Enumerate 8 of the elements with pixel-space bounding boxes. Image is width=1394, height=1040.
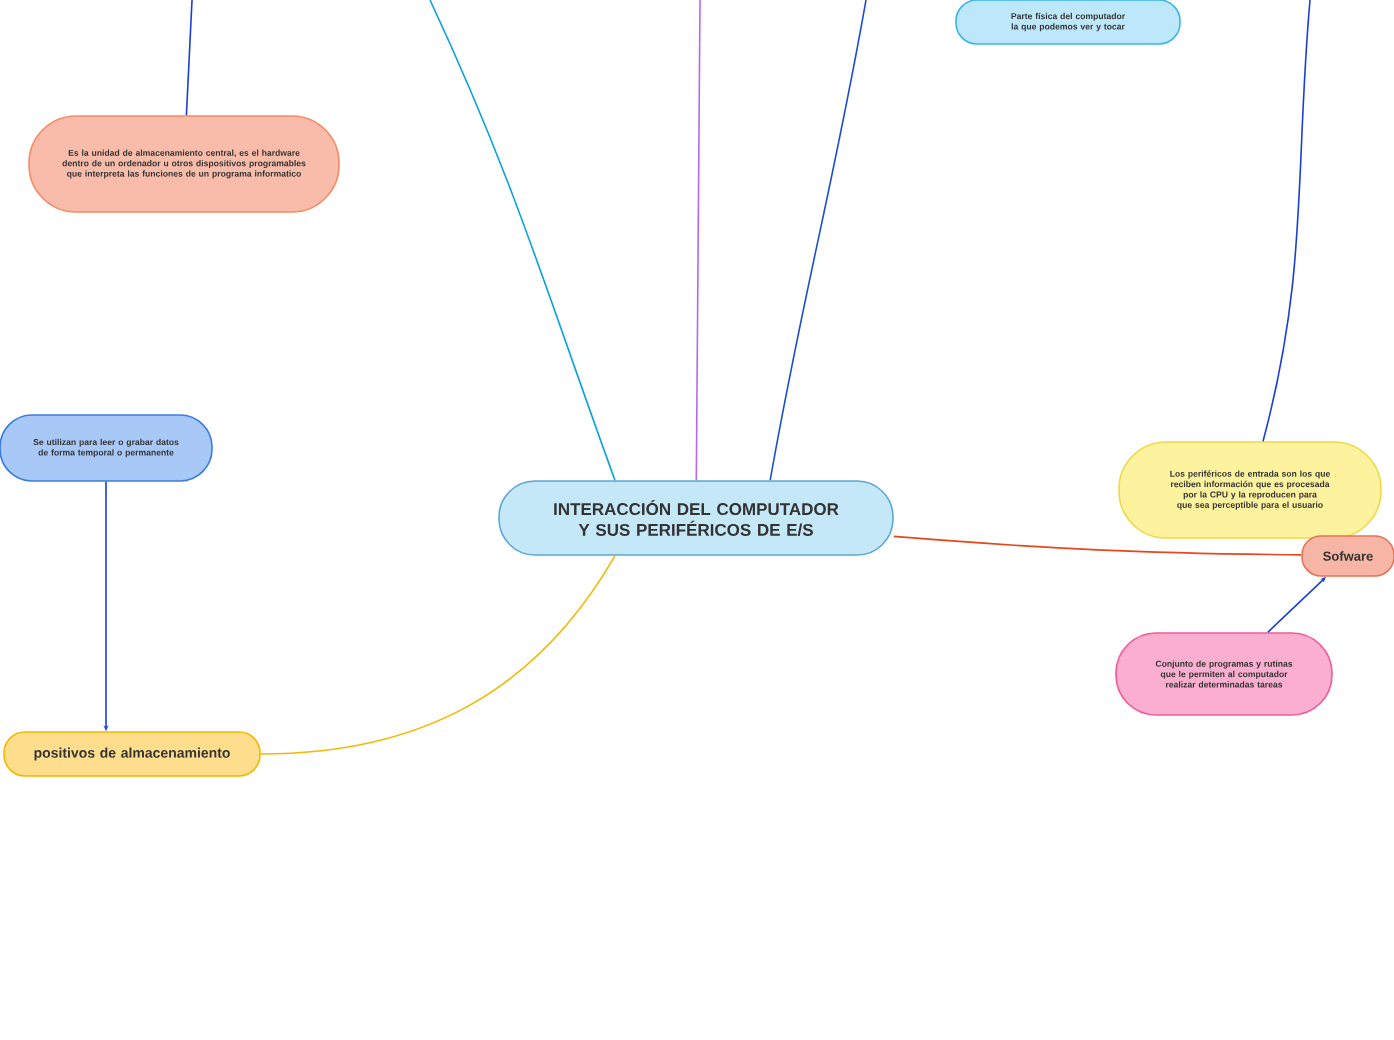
connector: [695, 0, 701, 481]
connector: [185, 0, 193, 116]
connector: [1262, 0, 1311, 442]
connector: [893, 535, 1302, 556]
topic-box: INTERACCIÓN DEL COMPUTADOR Y SUS PERIFÉRICOS DE E/S: [498, 480, 894, 556]
connector: [260, 555, 616, 755]
connector: [769, 0, 867, 481]
connector: [429, 0, 616, 481]
